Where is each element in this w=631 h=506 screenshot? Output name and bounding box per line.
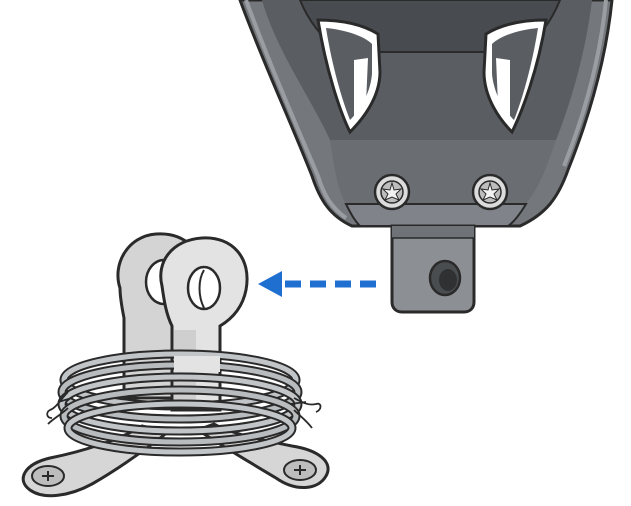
- shackle-plate-front-overlap: [174, 356, 220, 372]
- shackle-pin-hole: [188, 267, 220, 309]
- arrow-head: [258, 271, 282, 297]
- pulley-block: [240, 0, 612, 312]
- housing-screw-left: [375, 175, 409, 209]
- direction-arrow: [258, 271, 376, 297]
- shackle-assembly: [23, 234, 328, 496]
- housing-lower-band: [330, 140, 556, 204]
- pulley-stem: [392, 226, 474, 312]
- housing-screw-right: [473, 175, 507, 209]
